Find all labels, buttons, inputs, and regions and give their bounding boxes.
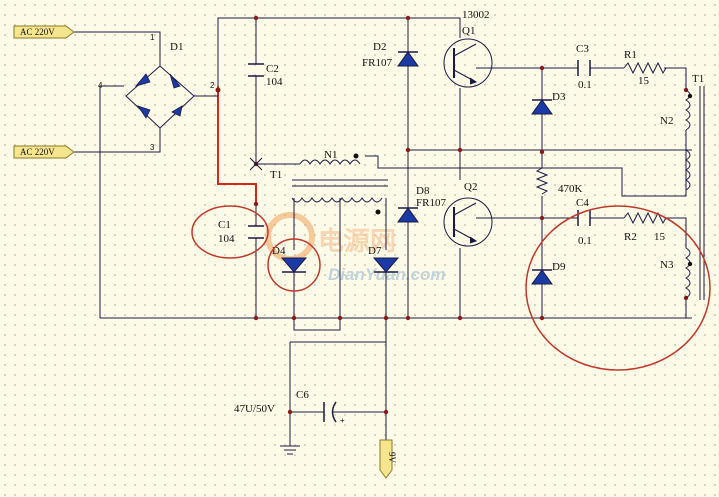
c1-value: 104 bbox=[218, 233, 235, 245]
d9-name: D9 bbox=[552, 261, 566, 273]
c6-plus: + bbox=[340, 416, 345, 425]
c3-name: C3 bbox=[576, 43, 589, 55]
d3-name: D3 bbox=[552, 91, 566, 103]
watermark: 电源网 DianYuan.com bbox=[265, 212, 445, 284]
transistor-q1: 13002 Q1 bbox=[443, 9, 493, 88]
watermark-en: DianYuan.com bbox=[328, 265, 445, 284]
transformer-t1-right bbox=[685, 86, 705, 300]
transistor-q2: Q2 bbox=[443, 181, 493, 247]
bridge-pin-1: 1 bbox=[150, 33, 155, 42]
ac-port-2-label: AC 220V bbox=[20, 147, 55, 157]
bridge-pin-3: 3 bbox=[150, 143, 155, 152]
annotation-circle-c1 bbox=[191, 205, 269, 259]
d7-name: D7 bbox=[368, 245, 382, 257]
resistor-r2: R2 15 bbox=[623, 211, 667, 243]
ac-port-1: AC 220V bbox=[13, 25, 75, 39]
bridge-label: D1 bbox=[170, 41, 183, 53]
r1-name: R1 bbox=[624, 49, 637, 61]
bridge-pin-2: 2 bbox=[210, 81, 215, 90]
diode-d2: D2 FR107 bbox=[362, 41, 419, 69]
annotation-circles bbox=[191, 205, 711, 371]
ground-icon bbox=[280, 445, 300, 455]
transformer-t1-left bbox=[291, 153, 388, 215]
r1-value: 15 bbox=[638, 75, 650, 87]
capacitor-c6: + C6 47U/50V bbox=[234, 389, 345, 425]
annotation-circle-n3 bbox=[525, 205, 711, 371]
capacitor-c2: C2 104 bbox=[248, 63, 283, 88]
bridge-pin-4: 4 bbox=[98, 81, 103, 90]
d8-name: D8 bbox=[416, 185, 430, 197]
ac-port-2: AC 220V bbox=[13, 145, 75, 159]
diode-d8: D8 FR107 bbox=[397, 185, 446, 223]
c2-name: C2 bbox=[266, 63, 279, 75]
d8-value: FR107 bbox=[416, 197, 446, 209]
cross-mark bbox=[249, 157, 263, 171]
rb-value: 470K bbox=[558, 183, 583, 195]
r2-name: R2 bbox=[624, 231, 637, 243]
t1-right-label: T1 bbox=[692, 73, 704, 85]
n3-label: N3 bbox=[660, 259, 674, 271]
d2-value: FR107 bbox=[362, 57, 392, 69]
highlighted-wire bbox=[217, 86, 257, 204]
n2-label: N2 bbox=[660, 115, 673, 127]
q1-name: Q1 bbox=[462, 25, 475, 37]
c4-value: 0.1 bbox=[578, 235, 592, 247]
d2-name: D2 bbox=[373, 41, 386, 53]
wires bbox=[74, 17, 692, 446]
output-port-label: 9V bbox=[387, 452, 397, 464]
capacitor-c1: C1 104 bbox=[218, 219, 264, 245]
capacitor-c4: C4 0.1 bbox=[576, 197, 592, 247]
n1-label: N1 bbox=[324, 149, 337, 161]
resistor-470k: 470K bbox=[535, 167, 583, 195]
output-port-9v: 9V bbox=[379, 439, 397, 479]
c6-name: C6 bbox=[296, 389, 309, 401]
annotation-circle-d4 bbox=[267, 238, 321, 292]
r2-value: 15 bbox=[654, 231, 666, 243]
ac-port-1-label: AC 220V bbox=[20, 27, 55, 37]
q1-part: 13002 bbox=[462, 9, 490, 21]
c1-name: C1 bbox=[218, 219, 231, 231]
diode-d7: D7 bbox=[368, 245, 400, 273]
watermark-cn: 电源网 bbox=[318, 226, 396, 256]
diode-d4: D4 bbox=[272, 245, 308, 273]
c2-value: 104 bbox=[266, 76, 283, 88]
diode-d9: D9 bbox=[531, 261, 566, 285]
c3-value: 0.1 bbox=[578, 79, 592, 91]
q2-name: Q2 bbox=[464, 181, 477, 193]
bridge-rectifier-d1: D1 1 2 3 4 bbox=[98, 33, 218, 152]
c4-name: C4 bbox=[576, 197, 589, 209]
resistor-r1: R1 15 bbox=[623, 49, 667, 87]
capacitor-c3: C3 0.1 bbox=[576, 43, 592, 91]
diode-d3: D3 bbox=[531, 91, 566, 115]
d4-name: D4 bbox=[272, 245, 286, 257]
t1-left-label: T1 bbox=[270, 169, 282, 181]
c6-value: 47U/50V bbox=[234, 403, 275, 415]
